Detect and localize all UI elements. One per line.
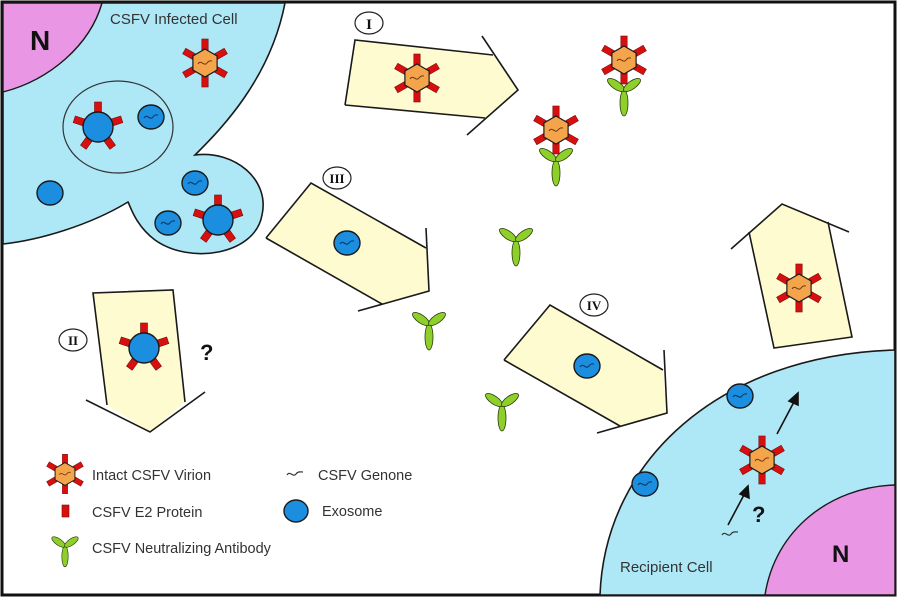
exosome-genome-icon <box>137 104 165 130</box>
nucleus-bottom-label: N <box>832 541 849 568</box>
legend-item-e2: CSFV E2 Protein <box>61 504 202 521</box>
nucleus-top-label: N <box>30 25 50 56</box>
e2-protein-icon <box>61 504 70 518</box>
nucleus-bottom <box>764 484 896 596</box>
exosome-icon <box>283 499 309 523</box>
infected-cell: N CSFV Infected Cell <box>2 2 286 255</box>
legend-label: CSFV Genone <box>318 468 412 484</box>
legend-label: Exosome <box>322 504 382 520</box>
multivesicular-body <box>62 80 174 174</box>
pathway-badge <box>579 293 609 317</box>
exosome-genome-icon <box>181 170 209 196</box>
legend-item-antibody: CSFV Neutralizing Antibody <box>49 534 272 568</box>
recipient-cell-label: Recipient Cell <box>620 559 713 576</box>
legend-label: CSFV E2 Protein <box>92 505 202 521</box>
legend-label: Intact CSFV Virion <box>92 468 211 484</box>
pathway-iii: III <box>265 166 430 312</box>
recipient-cell: N Recipient Cell ? <box>599 349 896 596</box>
pathway-ii: II ? <box>58 289 213 433</box>
exosome-genome-icon <box>726 383 754 409</box>
exosome-genome-icon <box>631 471 659 497</box>
legend-label: CSFV Neutralizing Antibody <box>92 541 272 557</box>
exosome-genome-icon <box>154 210 182 236</box>
exosome-genome-icon <box>333 230 361 256</box>
pathway-badge <box>322 166 352 190</box>
arrow-head <box>730 203 850 250</box>
replication-arrow <box>727 484 750 526</box>
exosome-genome-icon <box>573 353 601 379</box>
pathway-badge <box>58 328 88 352</box>
pathway-iv-label: IV <box>587 298 602 313</box>
legend-item-genome: CSFV Genone <box>286 468 412 484</box>
pathway-iii-label: III <box>329 171 344 186</box>
arrow-head <box>85 391 206 433</box>
nucleus-top <box>2 2 103 93</box>
exosome-icon <box>36 180 64 206</box>
pathway-i-label: I <box>366 17 372 33</box>
question-mark: ? <box>752 502 765 527</box>
pathway-ii-label: II <box>68 333 78 348</box>
legend-item-exosome: Exosome <box>283 499 382 523</box>
arrow-head <box>596 349 668 434</box>
release-arrow <box>776 391 799 435</box>
pathway-iv: IV <box>503 293 668 434</box>
pathway-badge <box>354 11 384 35</box>
question-mark: ? <box>200 340 213 365</box>
infected-cell-label: CSFV Infected Cell <box>110 11 238 28</box>
legend-item-virion: Intact CSFV Virion <box>46 453 211 495</box>
arrow-head <box>357 227 430 312</box>
pathway-i: I <box>344 11 520 136</box>
pathway-v <box>730 203 853 349</box>
legend: Intact CSFV Virion CSFV Genone CSFV E2 P… <box>46 453 412 568</box>
arrow-head <box>466 35 520 136</box>
